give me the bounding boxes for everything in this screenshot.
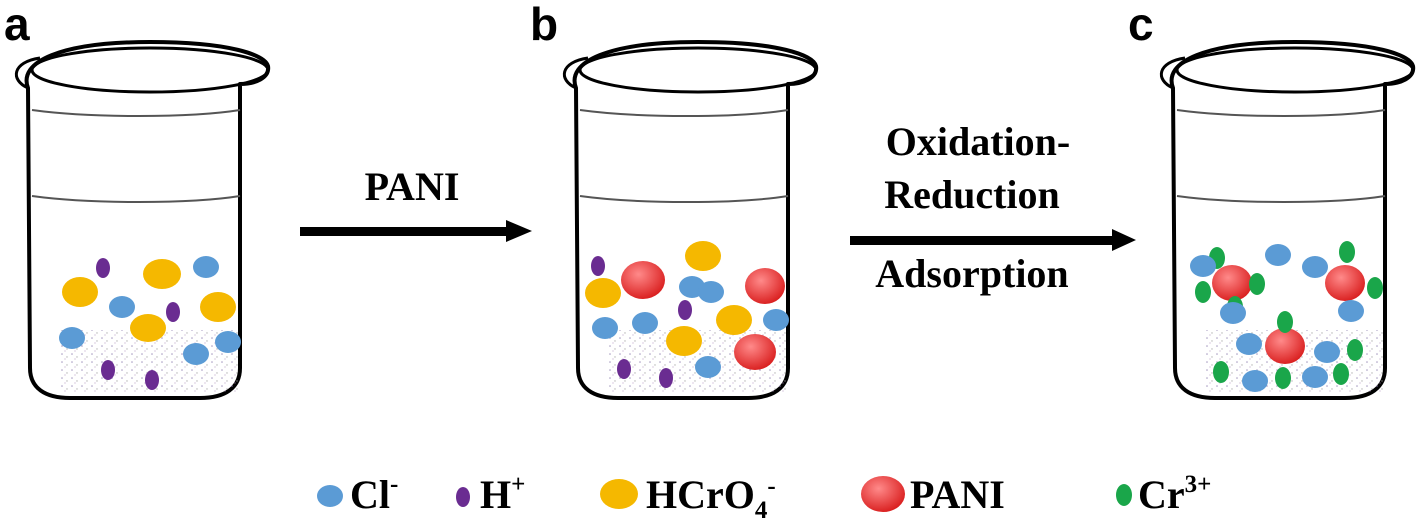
- cr3-ion: [1275, 367, 1291, 389]
- hcro4-ion: [130, 314, 166, 342]
- cr3-ion: [1213, 361, 1229, 383]
- step-label-reduction: Reduction: [884, 172, 1060, 217]
- h-ion: [101, 360, 115, 380]
- cl-ion: [109, 296, 135, 318]
- legend-item-pani: PANI: [861, 472, 1005, 517]
- cl-ion: [1236, 333, 1262, 355]
- cr3-ion: [1195, 281, 1211, 303]
- beaker-c: [1159, 40, 1416, 400]
- pani-particle: [1212, 265, 1252, 301]
- panel-label-c: c: [1128, 0, 1154, 50]
- cl-ion: [59, 327, 85, 349]
- hcro4-ion-icon: [600, 479, 638, 509]
- h-ion: [591, 256, 605, 276]
- h-ion: [659, 368, 673, 388]
- cr3-ion: [1347, 339, 1363, 361]
- step-label-oxidation: Oxidation-: [886, 119, 1070, 164]
- hcro4-ion: [143, 259, 181, 289]
- legend-item-h: H+: [456, 471, 525, 517]
- hcro4-ion: [666, 326, 702, 356]
- cr3-ion: [1339, 241, 1355, 263]
- h-ion: [145, 370, 159, 390]
- cr3-ion: [1249, 273, 1265, 295]
- panel-label-a: a: [4, 0, 30, 50]
- hcro4-ion: [716, 305, 752, 335]
- cl-ion: [632, 312, 658, 334]
- pani-particle: [1325, 265, 1365, 301]
- pani-particle: [621, 261, 665, 299]
- h-ion: [617, 359, 631, 379]
- legend-label-cr3: Cr3+: [1138, 471, 1211, 517]
- cl-ion: [1190, 255, 1216, 277]
- cl-ion: [592, 317, 618, 339]
- cl-ion: [1220, 302, 1246, 324]
- cl-ion: [1314, 341, 1340, 363]
- legend: Cl- H+ HCrO4- PANI Cr3+: [317, 471, 1211, 523]
- cl-ion: [1302, 256, 1328, 278]
- cl-ion: [763, 309, 789, 331]
- cl-ion: [1302, 366, 1328, 388]
- hcro4-ion: [685, 241, 721, 271]
- beaker-a: [14, 40, 271, 400]
- hcro4-ion: [62, 277, 98, 307]
- step-label-adsorption: Adsorption: [875, 251, 1068, 296]
- hcro4-ion: [200, 292, 236, 322]
- hcro4-ion: [585, 278, 621, 308]
- step-label-pani: PANI: [365, 164, 460, 209]
- cl-ion: [698, 281, 724, 303]
- legend-item-hcro4: HCrO4-: [600, 472, 776, 523]
- cl-ion: [1265, 244, 1291, 266]
- legend-label-cl: Cl-: [350, 471, 398, 517]
- cr3-ion: [1367, 277, 1383, 299]
- legend-item-cr3: Cr3+: [1116, 471, 1211, 517]
- h-ion-icon: [456, 487, 470, 507]
- pani-particle: [734, 334, 776, 370]
- h-ion: [96, 258, 110, 278]
- h-ion: [678, 300, 692, 320]
- pani-icon: [861, 476, 905, 512]
- arrow-step-1: PANI: [300, 164, 532, 242]
- arrow-step-2: Oxidation- Reduction Adsorption: [850, 119, 1136, 296]
- cl-ion: [1242, 370, 1268, 392]
- legend-item-cl: Cl-: [317, 471, 398, 517]
- legend-label-hcro4: HCrO4-: [646, 472, 776, 523]
- cl-ion: [193, 256, 219, 278]
- beaker-b: [562, 40, 819, 400]
- h-ion: [166, 302, 180, 322]
- cl-ion: [695, 356, 721, 378]
- pani-particle: [1265, 328, 1305, 364]
- pani-particle: [745, 268, 785, 304]
- cl-ion: [183, 343, 209, 365]
- panel-label-b: b: [530, 0, 558, 50]
- cr3-ion: [1277, 311, 1293, 333]
- cr3-ion: [1333, 363, 1349, 385]
- cl-ion: [215, 331, 241, 353]
- legend-label-h: H+: [480, 471, 525, 517]
- cl-ion: [1338, 300, 1364, 322]
- cl-ion-icon: [317, 485, 343, 507]
- cr3-ion-icon: [1116, 484, 1132, 506]
- legend-label-pani: PANI: [910, 472, 1005, 517]
